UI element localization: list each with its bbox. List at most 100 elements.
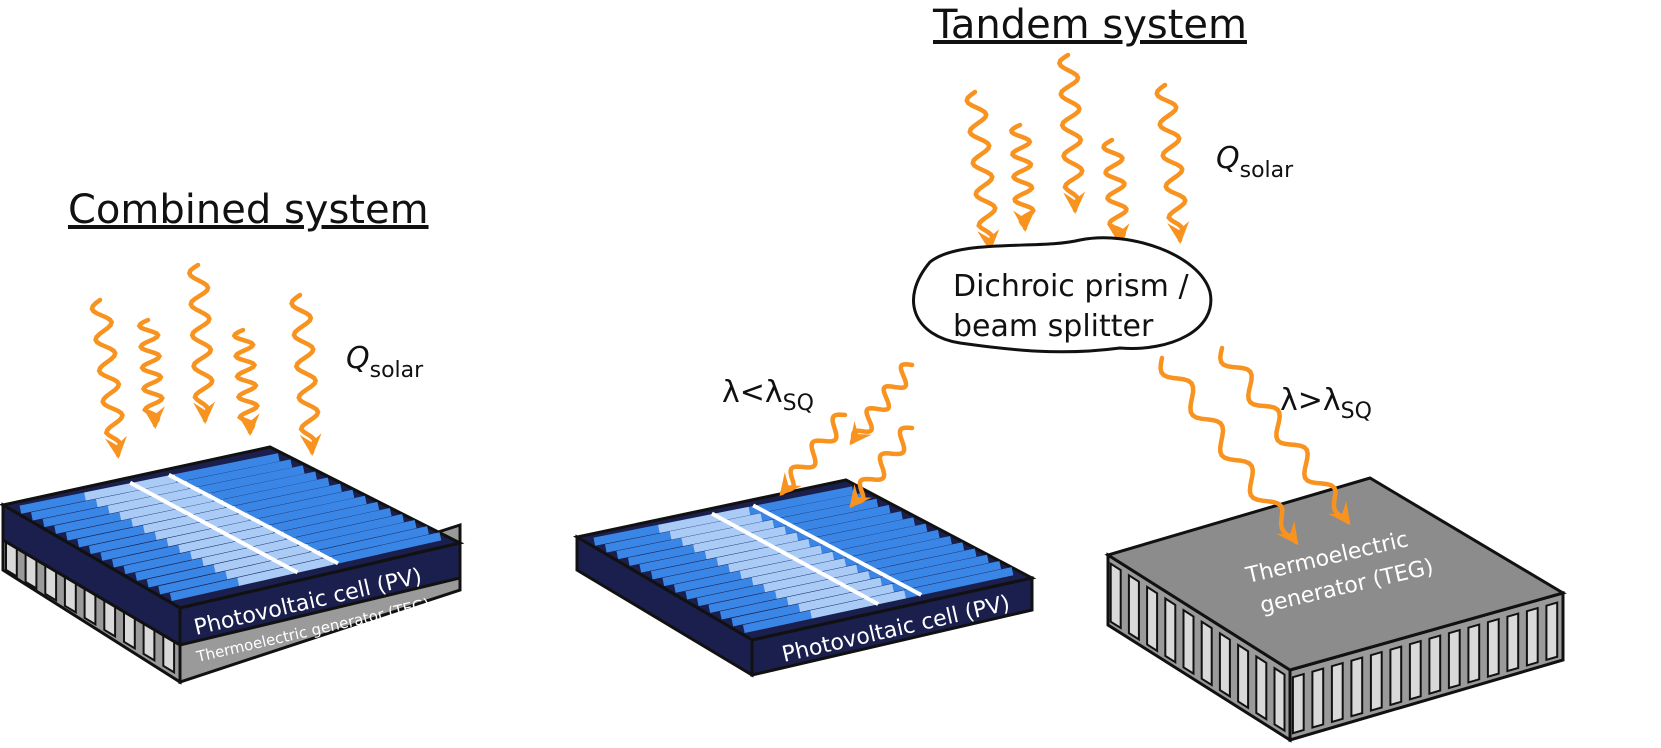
combined-arrow-1-head [105, 435, 127, 459]
short-wavelength-label: λ<λSQ [722, 375, 814, 416]
tandem-arrow-2 [1008, 122, 1036, 232]
tandem-stripe-glow-7 [728, 545, 823, 573]
tandem-teg-right-cell-3 [1330, 661, 1344, 724]
short-arrow-1-wave [849, 362, 915, 445]
tandem-stripe-glow-14 [810, 590, 906, 619]
tandem-arrow-2-wave [1008, 122, 1036, 231]
combined-arrow-4-wave [231, 327, 260, 435]
combined-arrow-2 [136, 317, 165, 429]
tandem-stripe-glow-11 [775, 571, 870, 599]
tandem-teg-left-cell-9 [1255, 654, 1268, 722]
combined-arrow-2-head [142, 406, 165, 429]
combined-stripe-glow-10 [190, 531, 286, 560]
tandem-arrow-4-wave [1101, 137, 1129, 245]
combined-stripe-glow-12 [213, 543, 310, 573]
tandem-stripe-glow-1 [658, 506, 751, 533]
combined-arrow-1-wave [89, 297, 125, 458]
tandem-teg-cells-left [1109, 561, 1286, 733]
splitter-line2: beam splitter [953, 309, 1154, 344]
tandem-teg-left-cell-3 [1146, 585, 1159, 653]
tandem-q-symbol: Q [1216, 141, 1240, 176]
short-arrow-2-wave [779, 412, 848, 496]
short-arrow-3-head [849, 484, 872, 509]
tandem-stripe-glow-5 [704, 532, 799, 560]
beam-splitter: Dichroic prism / beam splitter [912, 236, 1213, 354]
short-arrow-2-head [779, 472, 802, 497]
tandem-teg-right-cell-9 [1447, 628, 1461, 690]
combined-stripe-glow-8 [166, 518, 261, 547]
combined-stripe-glow-7 [154, 512, 249, 540]
tandem-teg-left-cell-5 [1182, 608, 1195, 676]
tandem-teg-right-cell-7 [1408, 639, 1422, 701]
tandem-arrow-2-head [1013, 209, 1036, 232]
tandem-busbar-2 [752, 503, 923, 597]
tandem-teg-right-cell-10 [1467, 623, 1481, 684]
combined-arrow-3-wave [186, 262, 215, 423]
tandem-arrow-4-head [1107, 223, 1130, 246]
combined-q-symbol: Q [346, 341, 370, 376]
combined-arrow-5-head [299, 433, 322, 456]
combined-stripe-glow-3 [107, 486, 201, 514]
combined-stripe-glow-1 [84, 474, 177, 501]
splitter-line1: Dichroic prism / [953, 269, 1189, 304]
combined-stripe-glow-2 [95, 480, 189, 508]
tandem-teg-left-cell-6 [1200, 619, 1213, 687]
long-lambda-sub: SQ [1341, 399, 1372, 424]
tandem-teg-right-cell-4 [1350, 656, 1364, 718]
combined-arrow-5-wave [289, 292, 321, 455]
short-arrow-3 [849, 425, 915, 509]
long-arrow-2 [1218, 345, 1351, 526]
combined-stripe-glow-6 [143, 505, 237, 534]
combined-busbar-2 [167, 473, 339, 566]
combined-busbar-1 [129, 480, 299, 575]
combined-arrow-4-head [237, 413, 260, 436]
tandem-q-solar: Qsolar [1216, 141, 1294, 183]
tandem-busbar-1 [710, 511, 880, 606]
tandem-stripe-glow-10 [763, 564, 858, 593]
long-arrow-2-wave [1218, 345, 1351, 525]
tandem-teg-right-cell-6 [1389, 645, 1403, 707]
tandem-teg-left-cell-7 [1218, 631, 1231, 699]
combined-arrow-4 [231, 327, 260, 436]
tandem-pv-stripes [593, 486, 1014, 634]
combined-arrow-5 [289, 292, 322, 456]
tandem-teg-right-cell-12 [1506, 612, 1520, 673]
tandem-arrow-3-head [1063, 191, 1086, 214]
combined-arrow-1 [89, 297, 127, 459]
tandem-arrow-3 [1056, 52, 1086, 214]
tandem-teg-left-cell-4 [1164, 596, 1177, 665]
long-arrow-1 [1158, 355, 1299, 546]
tandem-arrow-1 [964, 89, 1000, 252]
short-arrow-3-wave [849, 425, 915, 508]
tandem-q-sub: solar [1240, 158, 1295, 183]
combined-title: Combined system [68, 187, 429, 233]
tandem-stripe-glow-8 [739, 551, 835, 580]
tandem-teg-left-cell-10 [1273, 666, 1286, 733]
long-arrow-2-head [1328, 501, 1351, 526]
tandem-teg-right-cell-13 [1525, 606, 1539, 667]
tandem-arrow-5 [1154, 82, 1190, 244]
tandem-arrow-5-head [1167, 221, 1190, 244]
combined-stripe-glow-14 [237, 556, 334, 586]
tandem-stripe-glow-12 [786, 577, 882, 606]
combined-stripe-glow-11 [201, 537, 298, 567]
combined-pv-stripes [19, 453, 442, 602]
tandem-teg-right-cell-14 [1545, 601, 1559, 662]
tandem-stripe-glow-3 [681, 519, 775, 547]
tandem-teg-left-cell-1 [1109, 561, 1122, 630]
tandem-arrow-4 [1101, 137, 1130, 246]
tandem-stripe-glow-13 [798, 583, 894, 612]
tandem-stripe-glow-6 [716, 538, 811, 566]
tandem-stripe-glow-4 [693, 526, 787, 553]
combined-arrow-3 [186, 262, 216, 424]
tandem-title: Tandem system [932, 2, 1247, 48]
tandem-solar-arrows [964, 52, 1190, 252]
tandem-pv-block: Photovoltaic cell (PV) [572, 478, 1037, 678]
tandem-teg-left-cell-2 [1127, 573, 1140, 642]
tandem-arrow-5-wave [1154, 82, 1188, 243]
tandem-teg-right-cell-2 [1311, 667, 1325, 729]
tandem-teg-right-cell-11 [1486, 617, 1500, 679]
tandem-teg-cells-right [1291, 601, 1559, 735]
tandem-arrow-1-wave [964, 89, 998, 251]
